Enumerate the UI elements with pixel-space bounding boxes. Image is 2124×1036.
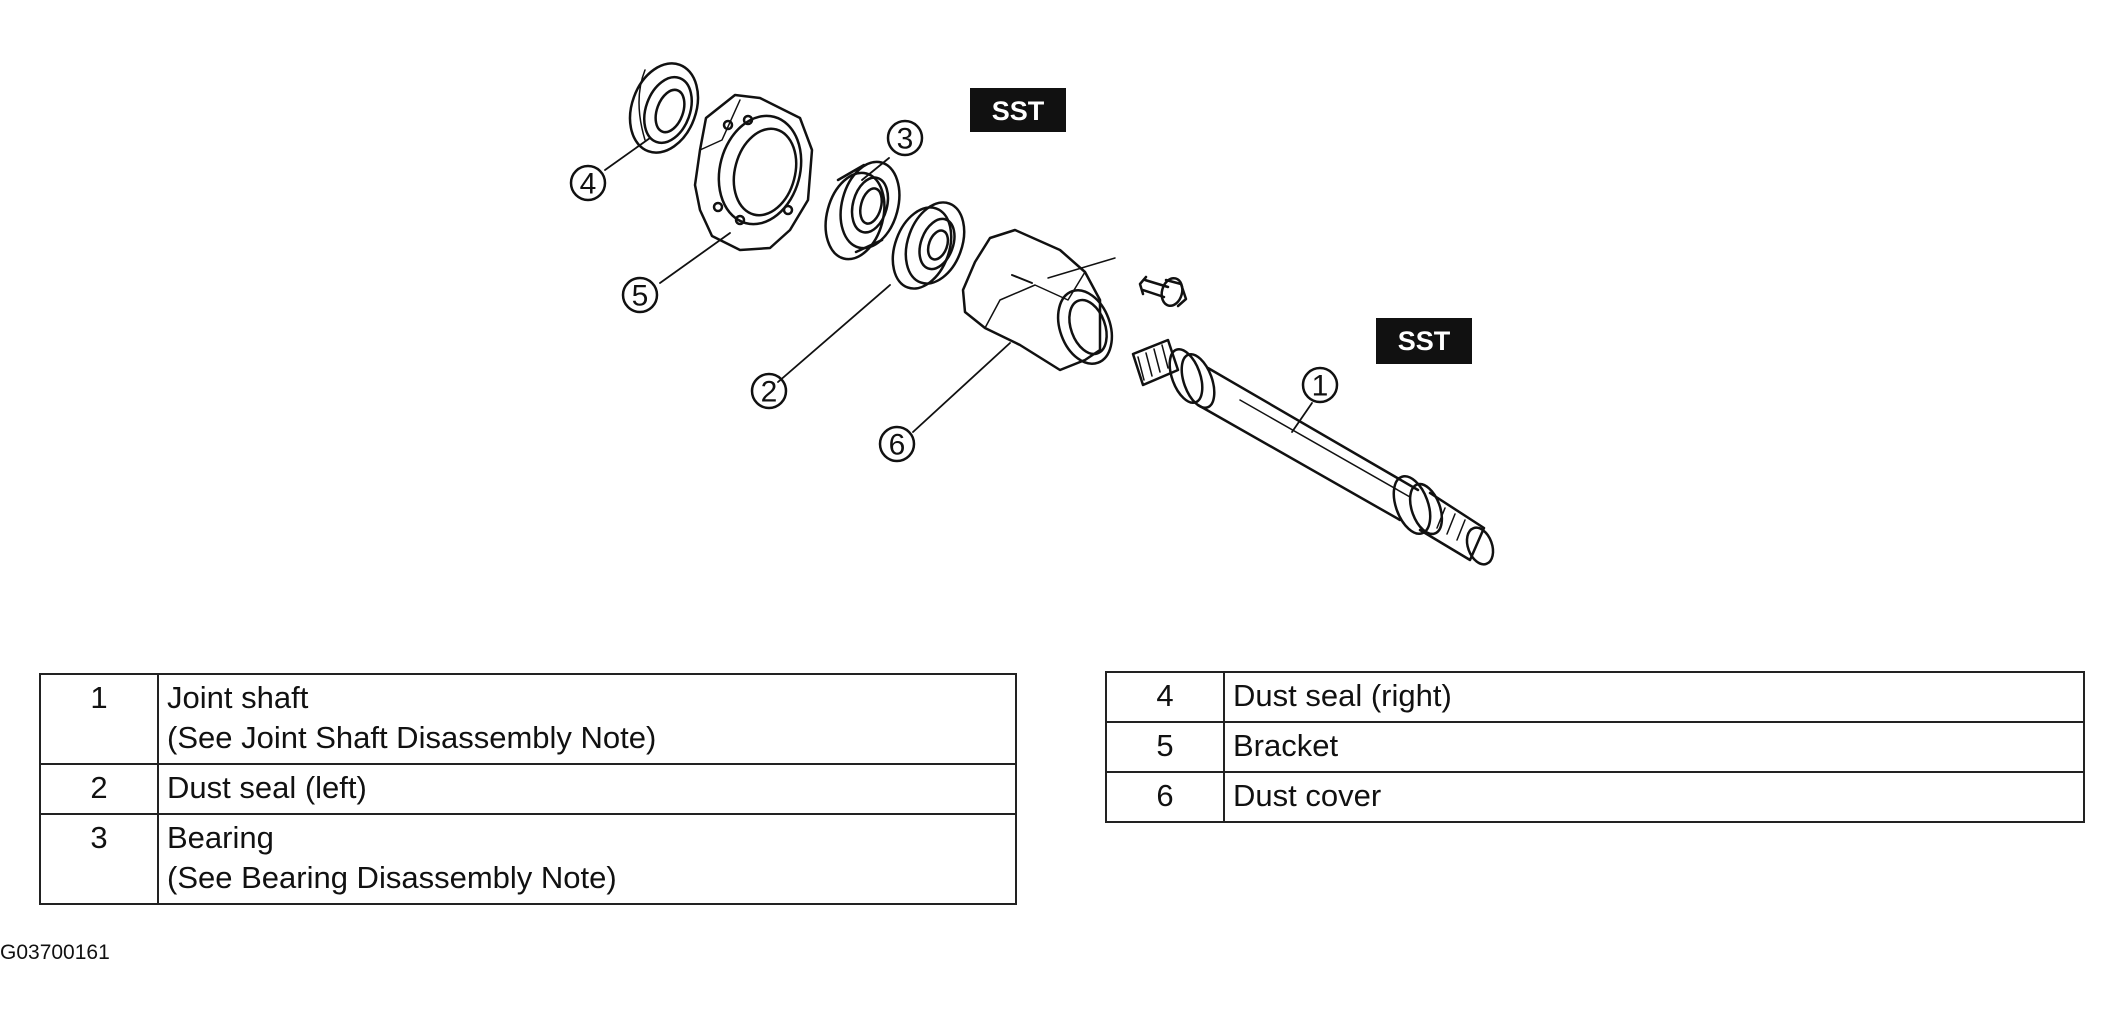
table-row: 1 Joint shaft (See Joint Shaft Disassemb…	[39, 673, 1017, 765]
dust-seal-right-part	[628, 62, 700, 154]
leader-lines	[604, 137, 1313, 433]
callout-circle-1	[1301, 366, 1339, 404]
callout-circle-4	[569, 164, 607, 202]
callout-circle-6	[878, 425, 916, 463]
callout-number-1: 1	[1312, 370, 1329, 403]
sst-label: SST	[1398, 326, 1451, 356]
part-name: Dust seal (left)	[167, 770, 367, 805]
part-number: 2	[39, 763, 159, 815]
sst-badge: SST	[1376, 318, 1472, 364]
part-name: Dust seal (right)	[1223, 671, 2085, 723]
callout-number-5: 5	[632, 280, 649, 313]
part-name: Bracket	[1223, 721, 2085, 773]
bearing-part	[824, 160, 901, 261]
part-name: Bearing	[167, 820, 274, 855]
exploded-parts-diagram: 4 5 2 6 3 1 SST SST	[569, 62, 1495, 566]
part-number: 1	[39, 673, 159, 765]
part-number: 4	[1105, 671, 1225, 723]
parts-legend-table-left: 1 Joint shaft (See Joint Shaft Disassemb…	[39, 673, 1017, 905]
bolt-part	[1047, 257, 1188, 308]
part-name: Dust cover	[1223, 771, 2085, 823]
part-note: (See Joint Shaft Disassembly Note)	[167, 720, 657, 755]
callout-number-3: 3	[897, 123, 914, 156]
sst-label: SST	[992, 96, 1045, 126]
joint-shaft-part	[1131, 338, 1495, 566]
callout-number-2: 2	[761, 376, 778, 409]
callout-number-6: 6	[889, 429, 906, 462]
part-description: Bearing (See Bearing Disassembly Note)	[157, 813, 1017, 905]
table-row: 3 Bearing (See Bearing Disassembly Note)	[39, 813, 1017, 905]
part-note: (See Bearing Disassembly Note)	[167, 860, 617, 895]
part-number: 5	[1105, 721, 1225, 773]
part-number: 3	[39, 813, 159, 905]
sst-badge: SST	[970, 88, 1066, 132]
dust-seal-left-part	[891, 201, 966, 290]
callout-circle-5	[621, 276, 659, 314]
table-row: 6 Dust cover	[1105, 771, 2085, 823]
table-row: 4 Dust seal (right)	[1105, 671, 2085, 723]
parts-legend-table-right: 4 Dust seal (right) 5 Bracket 6 Dust cov…	[1105, 671, 2085, 823]
table-row: 5 Bracket	[1105, 721, 2085, 773]
part-description: Joint shaft (See Joint Shaft Disassembly…	[157, 673, 1017, 765]
callout-number-4: 4	[580, 168, 597, 201]
part-number: 6	[1105, 771, 1225, 823]
table-row: 2 Dust seal (left)	[39, 763, 1017, 815]
dust-cover-part	[961, 228, 1114, 372]
part-description: Dust seal (left)	[157, 763, 1017, 815]
figure-id: G03700161	[0, 941, 110, 964]
callout-circle-2	[750, 372, 788, 410]
bracket-part	[693, 93, 814, 252]
part-name: Joint shaft	[167, 680, 309, 715]
callout-circle-3	[886, 119, 924, 157]
